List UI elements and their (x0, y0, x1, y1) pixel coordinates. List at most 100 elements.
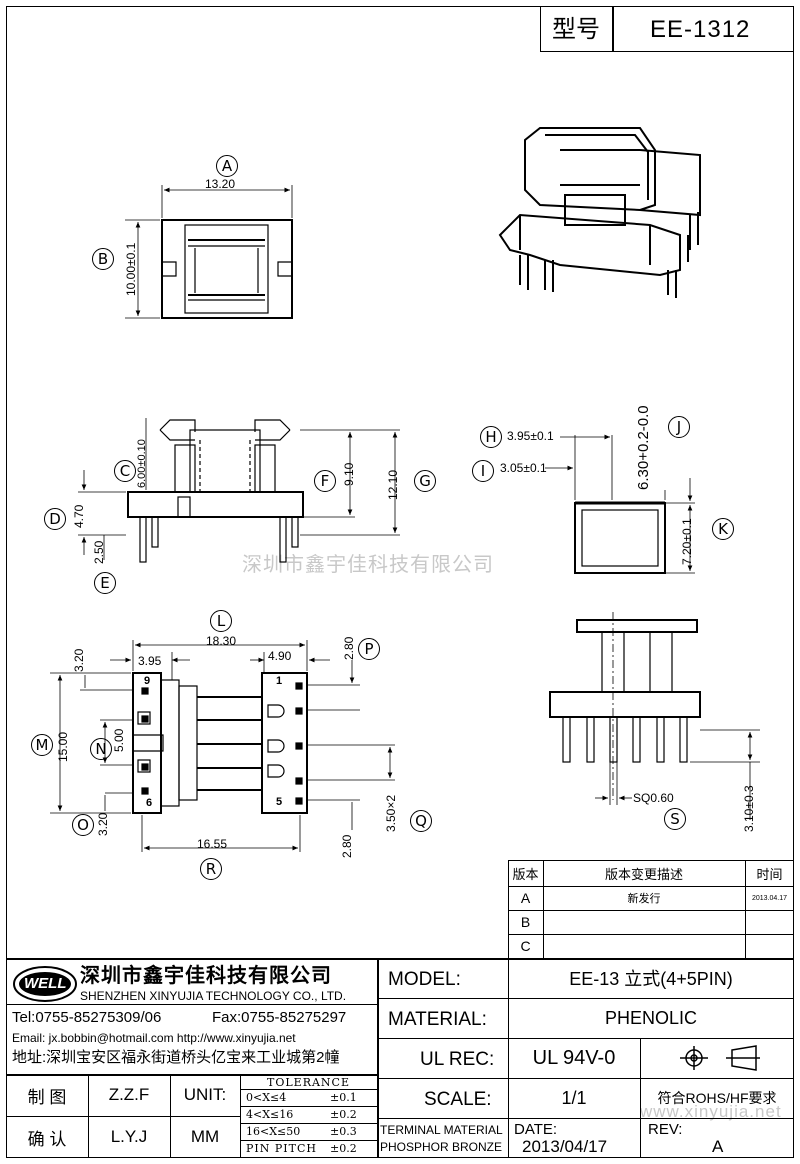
dim-g: 12.10 (386, 469, 400, 500)
label-p: P (358, 638, 380, 660)
company-name-cn: 深圳市鑫宇佳科技有限公司 (80, 965, 332, 987)
rev-header-desc: 版本变更描述 (604, 866, 683, 882)
dim-s-height: 3.10±0.3 (742, 785, 756, 832)
date-label: DATE: (514, 1121, 558, 1138)
watermark-company: 深圳市鑫宇佳科技有限公司 (242, 554, 494, 576)
sign-vline-3 (240, 1074, 241, 1158)
model-label: MODEL: (388, 969, 461, 990)
dim-n: 5.00 (112, 728, 126, 752)
ulrec-label: UL REC: (420, 1049, 495, 1070)
label-m: M (31, 734, 53, 756)
tol-line-3 (240, 1140, 377, 1141)
sign-vline-2 (170, 1074, 171, 1158)
technical-drawing (50, 127, 760, 852)
revision-table (508, 860, 794, 958)
side-view (78, 418, 400, 563)
tol-row-2-range: 4<X≤16 (246, 1108, 294, 1121)
front-view (549, 612, 760, 820)
dim-f: 9.10 (342, 462, 356, 486)
dim-p: 2.80 (342, 636, 356, 660)
tol-row-4-range: PIN PITCH (246, 1142, 317, 1155)
label-a: A (216, 155, 238, 177)
model-value: EE-13 立式(4+5PIN) (569, 969, 733, 989)
tolerance-label: TOLERANCE (267, 1075, 350, 1089)
dim-q-bottom: 2.80 (340, 834, 354, 858)
check-value: L.Y.J (110, 1127, 148, 1146)
model-header-box (540, 6, 794, 52)
rev-row-c-rev: C (520, 938, 531, 954)
rev-col-line-2 (745, 860, 746, 958)
bottom-view (50, 640, 395, 852)
sign-mid-line (6, 1116, 240, 1117)
dim-s: SQ0.60 (633, 791, 674, 805)
dim-l: 18.30 (206, 634, 237, 648)
model-header-divider (612, 6, 614, 52)
rev-header-time: 时间 (756, 866, 783, 882)
rohs-note: 符合ROHS/HF要求 (657, 1090, 777, 1106)
isometric-view (498, 127, 701, 298)
company-logo (13, 966, 77, 1002)
draw-value: Z.Z.F (108, 1085, 150, 1104)
label-d: D (44, 508, 66, 530)
projection-symbol (680, 1045, 760, 1071)
tol-line-0 (240, 1089, 377, 1090)
label-k: K (712, 518, 734, 540)
unit-value: MM (190, 1127, 220, 1146)
label-e: E (94, 572, 116, 594)
rev-value: A (712, 1137, 724, 1156)
dim-j: 6.30+0.2-0.0 (635, 405, 652, 490)
tol-line-1 (240, 1106, 377, 1107)
section-view (545, 434, 695, 574)
label-j: J (668, 416, 690, 438)
pin-5-label: 5 (276, 796, 283, 808)
check-label: 确 认 (27, 1129, 67, 1149)
title-block-vline-label (508, 958, 509, 1158)
tol-row-2-tol: ±0.2 (330, 1108, 357, 1121)
title-row-line-3 (377, 1078, 794, 1079)
dim-h: 3.95±0.1 (507, 429, 554, 443)
top-view (125, 185, 293, 319)
tol-row-3-range: 16<X≤50 (246, 1125, 301, 1138)
tol-row-4-tol: ±0.2 (330, 1142, 357, 1155)
company-logo-text: WELL (24, 975, 67, 992)
company-address: 地址:深圳宝安区福永街道桥头亿宝来工业城第2幢 (12, 1049, 340, 1066)
scale-label: SCALE: (424, 1089, 492, 1110)
scale-value: 1/1 (561, 1087, 587, 1108)
sheet-border (6, 6, 794, 1158)
dim-q: 3.50×2 (384, 794, 398, 832)
material-value: PHENOLIC (604, 1007, 698, 1028)
label-s: S (664, 808, 686, 830)
title-row-line-2 (377, 1038, 794, 1039)
dim-k: 7.20±0.1 (680, 518, 694, 565)
dim-l-right: 4.90 (268, 649, 292, 663)
rev-row-a-date: 2013.04.17 (751, 894, 788, 902)
company-name-en: SHENZHEN XINYUJIA TECHNOLOGY CO., LTD. (80, 989, 347, 1003)
rev-header-version: 版本 (512, 866, 539, 882)
label-b: B (92, 248, 114, 270)
sign-top-line (6, 1074, 377, 1076)
label-r: R (200, 858, 222, 880)
company-email: Email: jx.bobbin@hotmail.com http://www.… (12, 1031, 296, 1045)
model-header-label: 型号 (552, 16, 600, 43)
title-row-line-1 (377, 998, 794, 999)
rev-col-line-1 (543, 860, 544, 958)
tol-line-2 (240, 1123, 377, 1124)
tol-row-1-range: 0<X≤4 (246, 1091, 287, 1104)
company-tel: Tel:0755-85275309/06 (12, 1009, 162, 1026)
rev-label: REV: (648, 1121, 683, 1138)
dim-o: 3.20 (96, 812, 110, 836)
dim-l-left: 3.95 (138, 654, 162, 668)
title-vline-ul (640, 1038, 641, 1158)
model-header-value: EE-1312 (650, 16, 751, 43)
pin-9-label: 9 (144, 675, 151, 687)
rev-row-line-3 (508, 934, 794, 935)
sign-vline-1 (88, 1074, 89, 1158)
dim-d: 4.70 (72, 504, 86, 528)
dim-c: 6.00±0.10 (136, 439, 148, 488)
tol-row-1-tol: ±0.1 (330, 1091, 357, 1104)
label-o: O (72, 814, 94, 836)
label-l: L (210, 610, 232, 632)
title-block-vline-main (377, 958, 379, 1158)
dim-b: 10.00±0.1 (124, 242, 138, 296)
